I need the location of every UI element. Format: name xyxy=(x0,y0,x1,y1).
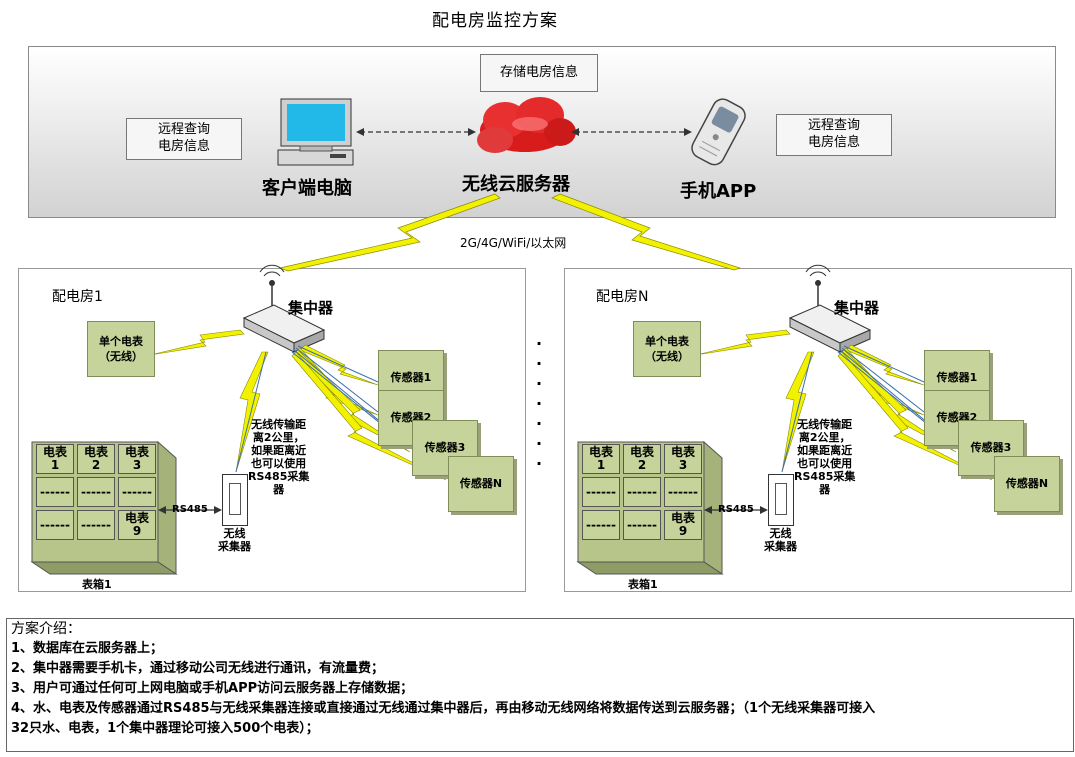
station-n-wireless-note: 无线传输距 离2公里， 如果距离近 也可以使用 RS485采集 器 xyxy=(794,418,856,496)
meter-cell: 电表 2 xyxy=(623,444,661,474)
meter-cell: ------ xyxy=(582,510,620,540)
description-panel: 方案介绍： 1、数据库在云服务器上； 2、集中器需要手机卡，通过移动公司无线进行… xyxy=(6,618,1074,752)
meter-cell: 电表 3 xyxy=(664,444,702,474)
meter-cell: 电表 9 xyxy=(664,510,702,540)
meter-cell: ------ xyxy=(36,510,74,540)
description-heading: 方案介绍： xyxy=(11,621,81,637)
more-stations-dots: . . . . . . . xyxy=(536,330,543,469)
client-pc-label: 客户端电脑 xyxy=(262,178,352,199)
meter-cell: 电表 9 xyxy=(118,510,156,540)
station-1-title: 配电房1 xyxy=(52,289,103,305)
computer-icon xyxy=(277,98,354,166)
station-n-rs485-label: RS485 xyxy=(718,504,754,515)
station-n-meter-grid: 电表 1 电表 2 电表 3 ------ ------ ------ ----… xyxy=(582,444,704,542)
meter-cell: ------ xyxy=(623,477,661,507)
meter-cell: ------ xyxy=(118,477,156,507)
station-n-concentrator-label: 集中器 xyxy=(834,299,880,317)
meter-cell: 电表 2 xyxy=(77,444,115,474)
station-1-meter-grid: 电表 1 电表 2 电表 3 ------ ------ ------ ----… xyxy=(36,444,158,542)
station-1-single-meter: 单个电表 （无线） xyxy=(87,321,155,377)
station-1-wireless-note: 无线传输距 离2公里， 如果距离近 也可以使用 RS485采集 器 xyxy=(248,418,310,496)
station-1-meter-box-label: 表箱1 xyxy=(82,578,112,591)
storage-box: 存储电房信息 xyxy=(480,54,598,92)
station-n-sensor-n: 传感器N xyxy=(994,456,1060,512)
station-1-collector-label: 无线 采集器 xyxy=(218,527,251,553)
station-1-rs485-label: RS485 xyxy=(172,504,208,515)
meter-cell: ------ xyxy=(582,477,620,507)
meter-cell: 电表 3 xyxy=(118,444,156,474)
mobile-app-label: 手机APP xyxy=(680,181,757,202)
station-1-concentrator-label: 集中器 xyxy=(288,299,334,317)
station-1-collector-device xyxy=(222,474,248,526)
station-n-collector-label: 无线 采集器 xyxy=(764,527,797,553)
station-n-sensor-3: 传感器3 xyxy=(958,420,1024,476)
meter-cell: 电表 1 xyxy=(36,444,74,474)
remote-query-right: 远程查询 电房信息 xyxy=(776,114,892,156)
station-n-single-meter: 单个电表 （无线） xyxy=(633,321,701,377)
cloud-icon xyxy=(477,97,576,153)
description-item: 1、数据库在云服务器上； xyxy=(11,641,164,656)
meter-cell: ------ xyxy=(664,477,702,507)
meter-cell: ------ xyxy=(77,510,115,540)
description-item: 32只水、电表，1个集中器理论可接入500个电表）； xyxy=(11,721,319,736)
station-n-meter-box-label: 表箱1 xyxy=(628,578,658,591)
cloud-server-label: 无线云服务器 xyxy=(462,174,570,195)
description-item: 3、用户可通过任何可上网电脑或手机APP访问云服务器上存储数据； xyxy=(11,681,414,696)
station-n-collector-device xyxy=(768,474,794,526)
dashed-link-arrowheads xyxy=(356,128,692,136)
description-item: 2、集中器需要手机卡，通过移动公司无线进行通讯，有流量费； xyxy=(11,661,385,676)
phone-icon xyxy=(691,98,746,166)
station-n-title: 配电房N xyxy=(596,289,649,305)
meter-cell: ------ xyxy=(623,510,661,540)
station-1-sensor-n: 传感器N xyxy=(448,456,514,512)
meter-cell: ------ xyxy=(36,477,74,507)
remote-query-left: 远程查询 电房信息 xyxy=(126,118,242,160)
meter-cell: 电表 1 xyxy=(582,444,620,474)
diagram-title: 配电房监控方案 xyxy=(432,11,558,31)
meter-cell: ------ xyxy=(77,477,115,507)
network-lightning xyxy=(278,193,742,272)
description-item: 4、水、电表及传感器通过RS485与无线采集器连接或直接通过无线通过集中器后，再… xyxy=(11,701,876,716)
network-label: 2G/4G/WiFi/以太网 xyxy=(460,236,567,250)
